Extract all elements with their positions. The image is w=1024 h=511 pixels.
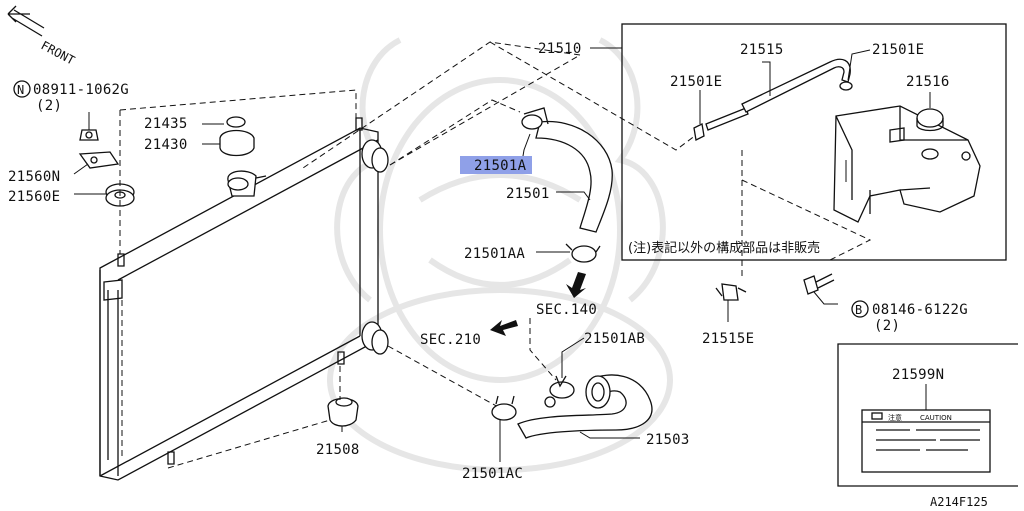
hose-clamp-aa (565, 243, 601, 263)
radiator-cap (219, 116, 267, 197)
label-21501e-left: 21501E (670, 74, 722, 90)
bolt-qty-label: (2) (874, 318, 900, 334)
non-sale-note: (注)表記以外の構成部品は非販売 (628, 240, 820, 256)
label-21501: 21501 (506, 186, 550, 202)
lower-radiator-hose (517, 374, 653, 439)
label-21515e: 21515E (702, 331, 754, 347)
label-21515: 21515 (740, 42, 784, 58)
label-21501a: 21501A (474, 158, 527, 174)
label-21510: 21510 (538, 41, 582, 57)
assembly-lines (119, 41, 872, 469)
upper-pin (355, 117, 363, 131)
nut-spec-label: 08911-1062G (33, 82, 129, 98)
hose-clamp-ac (491, 395, 517, 421)
sec210-arrow (490, 320, 518, 336)
label-21560n: 21560N (8, 169, 60, 185)
label-sec210: SEC.210 (420, 332, 481, 348)
figure-id: A214F125 (930, 495, 988, 509)
label-21508: 21508 (316, 442, 360, 458)
label-21501ab: 21501AB (584, 331, 645, 347)
caution-jp: 注意 (888, 413, 902, 422)
label-21435: 21435 (144, 116, 188, 132)
label-21501e-right: 21501E (872, 42, 924, 58)
upper-radiator-hose (521, 107, 613, 233)
label-21599n: 21599N (892, 367, 944, 383)
highlight-21501a (460, 156, 532, 174)
bolt-spec-label: 08146-6122G (872, 302, 968, 318)
caution-en: CAUTION (920, 414, 952, 422)
hose-clamp-ab (544, 375, 575, 408)
reservoir-group-box (621, 23, 1007, 261)
label-21501ac: 21501AC (462, 466, 523, 482)
callout-labels: N 08911-1062G (2) 21435 21430 21560N 215… (8, 41, 988, 509)
caution-label-box (837, 343, 1018, 487)
mount-bolt (803, 273, 835, 295)
hose-clip-21515e (715, 283, 747, 301)
label-21516: 21516 (906, 74, 950, 90)
watermark-crest (327, 37, 673, 473)
nut-marker: N (17, 83, 24, 97)
label-21503: 21503 (646, 432, 690, 448)
sec140-arrow (566, 272, 586, 298)
bottom-pin (167, 451, 175, 465)
radiator-upper-nozzle (361, 139, 389, 173)
label-21430: 21430 (144, 137, 188, 153)
label-21501aa: 21501AA (464, 246, 525, 262)
lower-pin (337, 351, 345, 365)
mount-bushing-lower (327, 397, 359, 427)
radiator-lower-nozzle (361, 321, 389, 355)
nut-qty-label: (2) (36, 98, 62, 114)
radiator (99, 127, 379, 481)
label-21560e: 21560E (8, 189, 60, 205)
left-pin (117, 253, 125, 267)
front-label: FRONT (39, 38, 77, 67)
label-sec140: SEC.140 (536, 302, 597, 318)
bolt-marker: B (855, 303, 862, 317)
front-direction-arrow: FRONT (7, 5, 77, 68)
mount-nut-bracket (78, 129, 120, 169)
leader-lines (73, 47, 871, 462)
